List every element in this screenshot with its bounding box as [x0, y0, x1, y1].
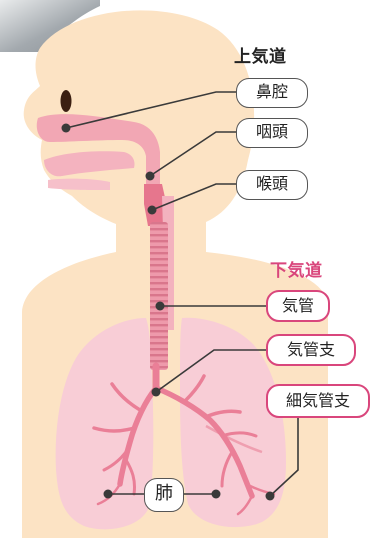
trachea — [150, 222, 168, 370]
label-trachea: 気管 — [266, 290, 330, 322]
label-bronchiole: 細気管支 — [266, 384, 370, 418]
dot-bronchus — [152, 388, 161, 397]
dot-lung-right — [212, 490, 221, 499]
lower-airway-title: 下気道 — [270, 256, 323, 281]
label-bronchus: 気管支 — [266, 334, 356, 366]
dot-bronchiole — [266, 492, 275, 501]
upper-airway-title: 上気道 — [234, 42, 287, 67]
label-larynx: 喉頭 — [236, 170, 308, 200]
label-nasal-cavity: 鼻腔 — [236, 78, 308, 108]
label-lung: 肺 — [144, 478, 184, 512]
eye — [61, 90, 72, 112]
dot-larynx — [148, 206, 157, 215]
dot-pharynx — [146, 172, 155, 181]
dot-lung-left — [104, 490, 113, 499]
dot-trachea — [156, 302, 165, 311]
label-pharynx: 咽頭 — [236, 118, 308, 148]
dot-nasal-cavity — [62, 124, 71, 133]
